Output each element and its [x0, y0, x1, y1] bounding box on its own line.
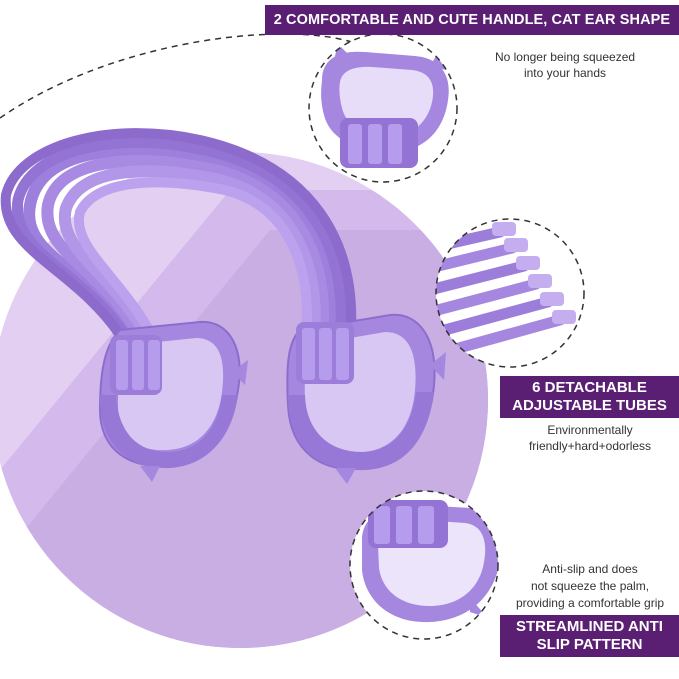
cat-ear-handle-closeup: [308, 33, 458, 183]
title-line: ADJUSTABLE TUBES: [512, 397, 667, 414]
caption-line: No longer being squeezed: [494, 50, 636, 64]
anti-slip-grip-closeup: [349, 490, 499, 640]
feature-caption-grip: Anti-slip and does not squeeze the palm,…: [505, 561, 675, 612]
title-line: SLIP PATTERN: [536, 636, 643, 653]
dashed-arc: [0, 33, 361, 119]
feature-caption-handle: No longer being squeezed into your hands: [470, 49, 660, 81]
caption-line: into your hands: [523, 66, 607, 80]
resistance-tubes: [0, 128, 357, 357]
title-line: STREAMLINED ANTI: [516, 618, 663, 635]
caption-line: not squeeze the palm,: [530, 579, 650, 593]
left-handle: [98, 320, 248, 482]
caption-line: providing a comfortable grip: [515, 596, 665, 610]
feature-title-handle: 2 COMFORTABLE AND CUTE HANDLE, CAT EAR S…: [265, 5, 679, 35]
feature-title-tubes: 6 DETACHABLE ADJUSTABLE TUBES: [500, 376, 679, 418]
caption-line: Environmentally: [547, 423, 633, 437]
feature-caption-tubes: Environmentally friendly+hard+odorless: [505, 422, 675, 454]
caption-line: friendly+hard+odorless: [528, 439, 652, 453]
feature-title-grip: STREAMLINED ANTI SLIP PATTERN: [500, 615, 679, 657]
title-line: 6 DETACHABLE: [532, 379, 647, 396]
right-handle: [286, 313, 446, 484]
caption-line: Anti-slip and does: [542, 562, 638, 576]
